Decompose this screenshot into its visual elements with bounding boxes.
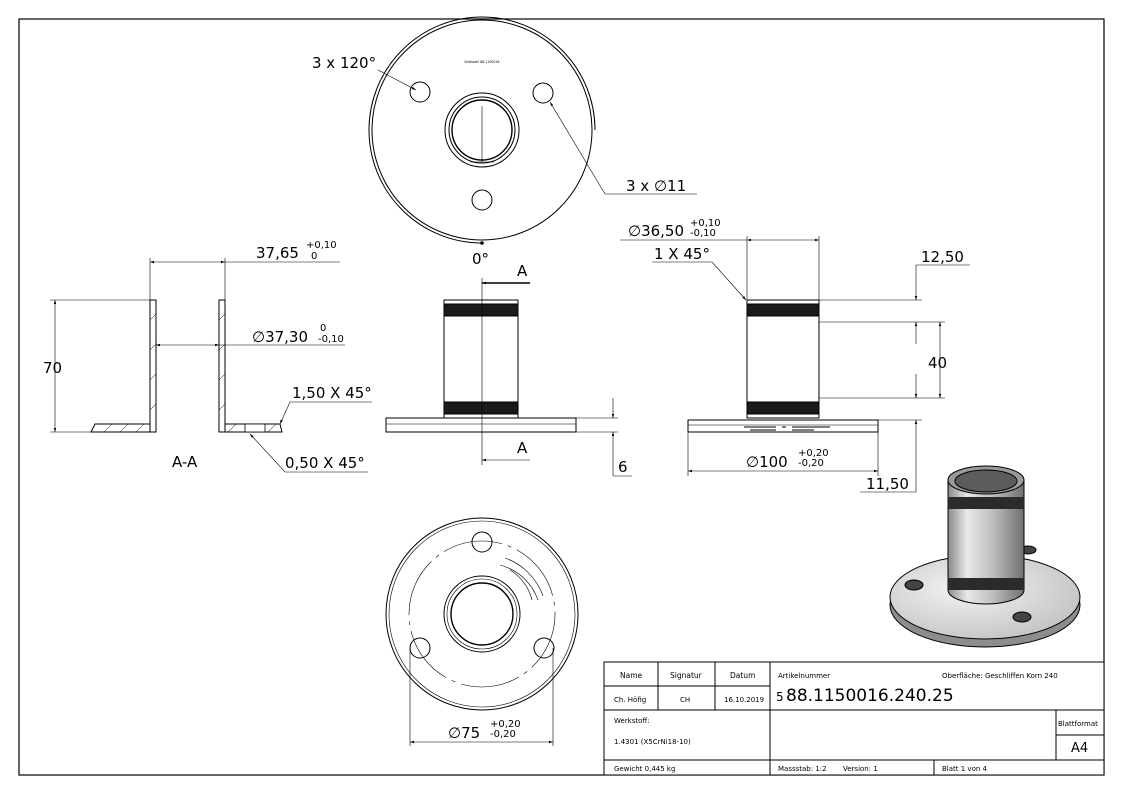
dim-outer-tol-lower: -0,10 xyxy=(690,228,716,239)
bottom-view: ∅75 +0,20 -0,20 xyxy=(385,517,579,746)
dim-bolt-circle-tol-upper: +0,20 xyxy=(490,719,521,730)
dim-height: 70 xyxy=(43,359,62,377)
top-view: Edelstahl 88.1150016 3 x 120° 3 x ∅11 0° xyxy=(312,16,697,268)
tb-surface: Oberfläche: Geschliffen Korn 240 xyxy=(942,672,1058,680)
hole-top-left xyxy=(409,81,431,103)
chamfer-top: 1,50 X 45° xyxy=(292,384,372,402)
tb-name: Ch. Höfig xyxy=(614,696,646,704)
dim-bolt-circle-tol-lower: -0,20 xyxy=(490,729,516,740)
tb-signature: CH xyxy=(680,696,690,704)
dim-width-tol-lower: 0 xyxy=(311,251,317,262)
tb-version: Version: 1 xyxy=(843,765,878,773)
label-3x120: 3 x 120° xyxy=(312,54,376,72)
bottom-hole-left xyxy=(409,637,431,659)
tb-col-date: Datum xyxy=(730,671,755,680)
dim-between: 40 xyxy=(928,354,947,372)
tb-sheet-format-label: Blattformat xyxy=(1058,720,1098,728)
side-view: ∅36,50 +0,10 -0,10 1 X 45° 12,50 40 11,5… xyxy=(620,218,970,493)
section-label: A-A xyxy=(172,453,198,471)
cut-marker-bottom: A xyxy=(517,439,528,457)
label-zero-degree: 0° xyxy=(472,250,489,268)
dim-base-tol-lower: -0,20 xyxy=(798,458,824,469)
dim-inner-tol-upper: 0 xyxy=(320,323,326,334)
engraving-text: Edelstahl 88.1150016 xyxy=(465,60,500,64)
tb-scale: Massstab: 1:2 xyxy=(778,765,827,773)
tb-article-number: 88.1150016.240.25 xyxy=(786,686,954,706)
tb-col-signature: Signatur xyxy=(670,671,703,680)
section-view: 37,65 +0,10 0 ∅37,30 0 -0,10 70 1,50 X 4… xyxy=(43,240,372,473)
sheet-border xyxy=(18,18,1105,776)
dim-bottom-band: 11,50 xyxy=(866,475,909,493)
tb-article-label: Artikelnummer xyxy=(778,672,830,680)
chamfer-bottom: 0,50 X 45° xyxy=(285,454,365,472)
dim-inner-tol-lower: -0,10 xyxy=(318,334,344,345)
dim-width-tol-upper: +0,10 xyxy=(306,240,337,251)
tb-sheet: Blatt 1 von 4 xyxy=(942,765,988,773)
dim-base-tol-upper: +0,20 xyxy=(798,448,829,459)
dim-bolt-circle: ∅75 xyxy=(448,724,480,742)
title-block: Name Signatur Datum Ch. Höfig CH 16.10.2… xyxy=(603,661,1105,776)
iso-view xyxy=(889,465,1081,648)
dim-top-band: 12,50 xyxy=(921,248,964,266)
hole-bottom xyxy=(471,189,493,211)
hole-top-right xyxy=(532,82,554,104)
label-holes: 3 x ∅11 xyxy=(626,177,686,195)
dim-base: ∅100 xyxy=(746,453,788,471)
dim-plate: 6 xyxy=(618,458,628,476)
dim-inner: ∅37,30 xyxy=(252,328,308,346)
front-view: A A 6 xyxy=(385,262,632,477)
tb-material: 1.4301 (X5CrNi18-10) xyxy=(614,738,691,746)
dim-outer: ∅36,50 xyxy=(628,222,684,240)
bottom-hole-top xyxy=(471,531,493,553)
dim-outer-tol-upper: +0,10 xyxy=(690,218,721,229)
tb-weight: Gewicht 0,445 kg xyxy=(614,765,675,773)
tb-date: 16.10.2019 xyxy=(724,696,764,704)
tb-sheet-format: A4 xyxy=(1071,741,1088,756)
dim-width: 37,65 xyxy=(256,244,299,262)
tb-material-label: Werkstoff: xyxy=(614,717,650,725)
tb-article-prefix: 5 xyxy=(776,690,784,704)
tb-col-name: Name xyxy=(620,671,643,680)
chamfer-side: 1 X 45° xyxy=(654,245,710,263)
cut-marker-top: A xyxy=(517,262,528,280)
bottom-hole-right xyxy=(533,637,555,659)
